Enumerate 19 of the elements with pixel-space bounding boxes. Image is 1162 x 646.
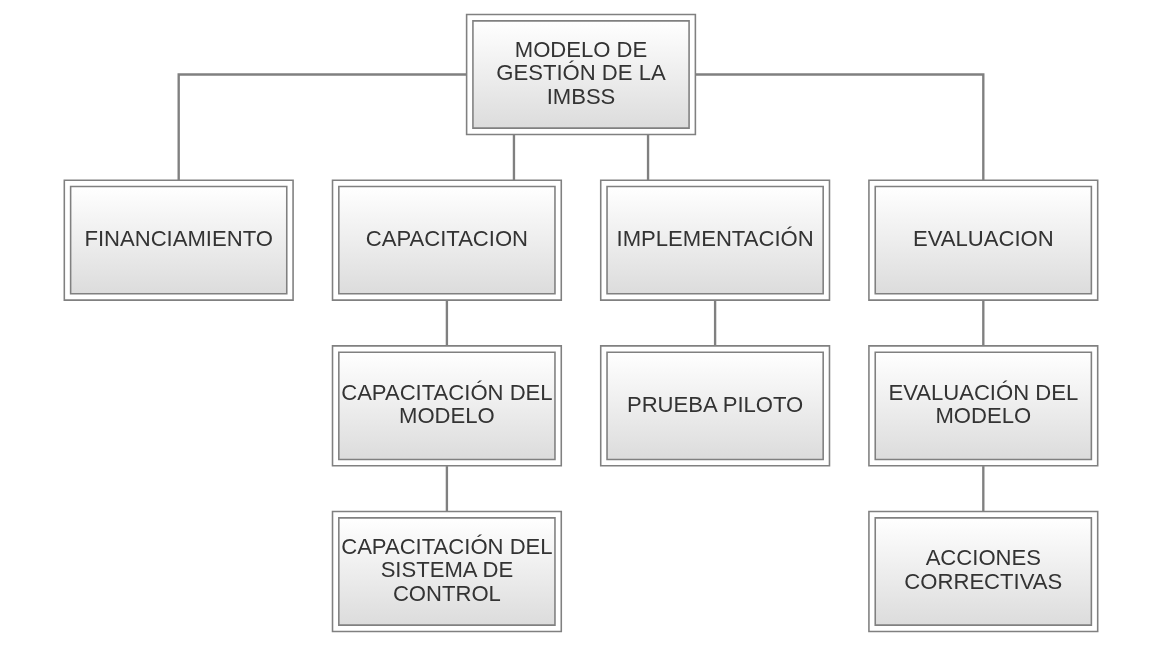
connector: [445, 466, 449, 512]
node-box: MODELO DE GESTIÓN DE LA IMBSS: [465, 13, 697, 136]
connector: [646, 134, 650, 181]
node-box: EVALUACION: [868, 179, 1099, 301]
node-box: ACCIONES CORRECTIVAS: [868, 510, 1099, 633]
node-box: CAPACITACION: [331, 179, 563, 301]
connector: [445, 300, 449, 346]
connector: [982, 466, 985, 512]
node-box: CAPACITACIÓN DEL SISTEMA DE CONTROL: [331, 510, 563, 633]
connector: [982, 300, 985, 346]
node-box: FINANCIAMIENTO: [63, 179, 294, 301]
node-box: EVALUACIÓN DEL MODELO: [868, 345, 1099, 467]
node-box: CAPACITACIÓN DEL MODELO: [331, 345, 563, 467]
node-box: PRUEBA PILOTO: [599, 345, 831, 467]
connector: [695, 73, 985, 180]
connector: [713, 300, 717, 346]
connector: [177, 73, 467, 180]
node-box: IMPLEMENTACIÓN: [599, 179, 831, 301]
connector: [512, 134, 516, 181]
